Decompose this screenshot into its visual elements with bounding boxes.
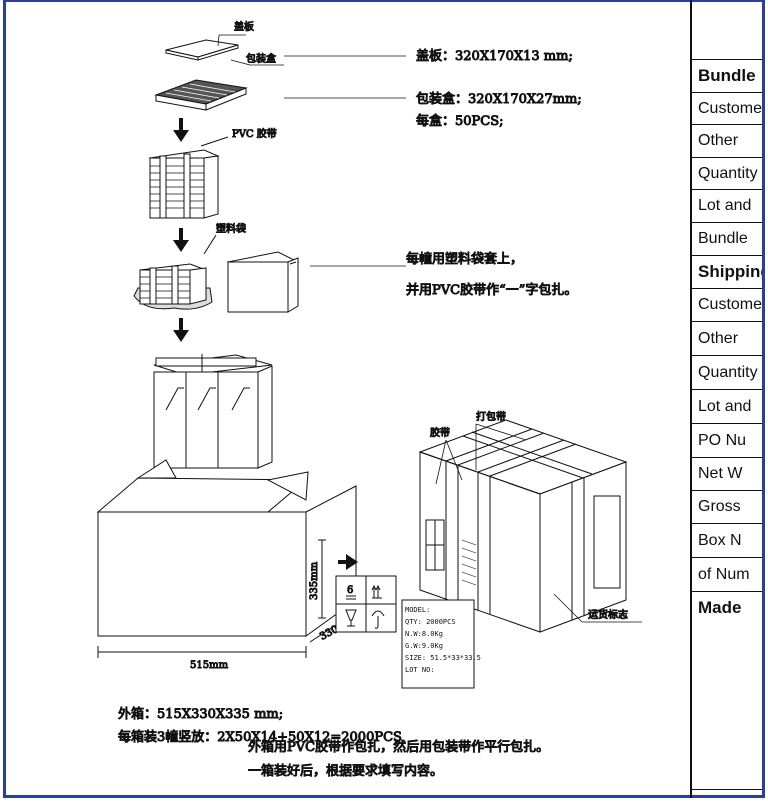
arrow-right-icon (338, 554, 358, 570)
table-row: Bundle (692, 60, 762, 93)
carton-width-dim: 515mm (190, 660, 229, 671)
page-frame (3, 0, 765, 798)
table-row: Quantity (692, 158, 762, 190)
taped-stack (148, 136, 229, 219)
packing-tray (154, 79, 248, 111)
table-row: Made (692, 592, 762, 790)
label-lot: LOT NO: (405, 666, 435, 674)
box-size-text: 包装盒：320X170X27mm; (416, 91, 582, 107)
table-row: Customer (692, 93, 762, 125)
bag-note-line2: 并用PVC胶带作“一”字包扎。 (406, 282, 577, 298)
label-size: SIZE: 51.5*33*33.5 (405, 654, 481, 662)
strap-label: 打包带 (476, 410, 506, 423)
per-box-text: 每盒：50PCS; (416, 113, 504, 129)
table-row: Customer (692, 289, 762, 322)
arrow-down-icon (173, 318, 189, 342)
label-model: MODEL: (405, 606, 430, 614)
shipping-label-card: MODEL: QTY: 2000PCS N.W:8.0Kg G.W:9.0Kg … (401, 599, 481, 689)
carton-height-dim: 335mm (309, 561, 320, 600)
carton-qty-text: 每箱装3幢竖放：2X50X14+50X12=2000PCS (118, 729, 402, 745)
open-carton (96, 459, 357, 658)
label-qty: QTY: 2000PCS (405, 618, 456, 626)
table-row (692, 0, 762, 60)
packing-diagram: 盖板 包装盒 盖板：320X170X13 mm; 包装盒：320X170X27m… (6, 0, 690, 796)
final-note-line1: 外箱用PVC胶带作包扎，然后用包装带作平行包扎。 (248, 739, 549, 755)
carton-size-text: 外箱：515X330X335 mm; (118, 706, 283, 722)
handling-symbols (335, 575, 397, 633)
closed-carton (418, 419, 642, 633)
label-gw: G.W:9.0Kg (405, 642, 443, 650)
cover-board (165, 39, 239, 61)
shipping-mark-label: 运货标志 (588, 608, 628, 621)
three-units (153, 354, 273, 469)
bagged-box (226, 251, 300, 313)
final-note-line2: 一箱装好后，根据要求填写内容。 (248, 763, 443, 779)
bagged-stack (133, 234, 217, 310)
tape-label: 胶带 (430, 426, 450, 439)
box-label: 包装盒 (246, 52, 276, 65)
cover-size-text: 盖板：320X170X13 mm; (416, 49, 573, 64)
arrow-down-icon (173, 118, 189, 142)
pvc-tape-label: PVC 胶带 (232, 127, 277, 140)
table-row: PO Nu (692, 424, 762, 458)
arrow-down-icon (173, 228, 189, 252)
table-row: Other (692, 125, 762, 158)
column-divider (690, 0, 692, 798)
table-row: Quantity (692, 356, 762, 390)
cover-label: 盖板 (234, 20, 254, 33)
bag-note-line1: 每幢用塑料袋套上， (406, 251, 523, 267)
label-nw: N.W:8.0Kg (405, 630, 443, 638)
table-row: Box N (692, 524, 762, 558)
table-row: Shipping (692, 256, 762, 289)
table-row: Net W (692, 458, 762, 491)
table-row: Lot and (692, 190, 762, 223)
plastic-bag-label: 塑料袋 (216, 222, 246, 235)
table-row: of Num (692, 558, 762, 592)
stack-limit-symbol: 6 (347, 585, 353, 596)
table-row: Other (692, 322, 762, 356)
table-row: Lot and (692, 390, 762, 424)
table-row: Gross (692, 491, 762, 524)
table-row: Bundle (692, 223, 762, 256)
